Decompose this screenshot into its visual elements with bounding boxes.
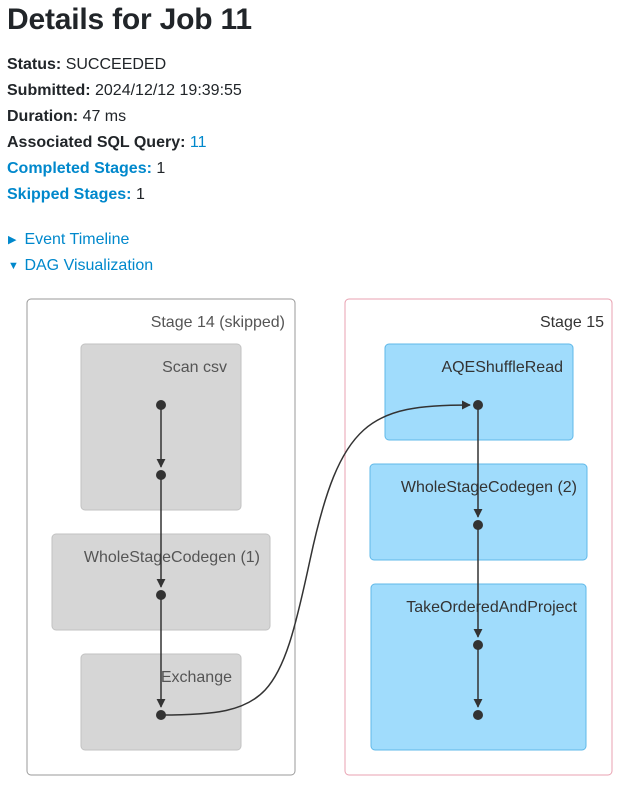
duration-value: 47 ms: [82, 108, 127, 125]
dag-visualization-toggle[interactable]: ▼ DAG Visualization: [8, 256, 153, 276]
skipped-stages-value: 1: [135, 186, 145, 203]
completed-stages-label: Completed Stages:: [7, 160, 152, 177]
operator-dot[interactable]: [156, 590, 166, 600]
node-aqeshuffleread-label: AQEShuffleRead: [441, 359, 563, 376]
event-timeline-toggle[interactable]: ▶ Event Timeline: [8, 230, 129, 250]
skipped-stages-row: Skipped Stages: 1: [7, 182, 242, 208]
node-takeorderedandproject-label: TakeOrderedAndProject: [406, 599, 577, 616]
submitted-value: 2024/12/12 19:39:55: [95, 82, 242, 99]
submitted-label: Submitted:: [7, 82, 91, 99]
dag-visualization-label: DAG Visualization: [24, 257, 154, 274]
status-row: Status: SUCCEEDED: [7, 52, 242, 78]
operator-dot[interactable]: [473, 710, 483, 720]
status-label: Status:: [7, 56, 62, 73]
skipped-stages-link[interactable]: Skipped Stages:: [7, 186, 131, 203]
operator-dot[interactable]: [473, 520, 483, 530]
status-value: SUCCEEDED: [65, 56, 167, 73]
node-aqeshuffleread[interactable]: AQEShuffleRead: [384, 343, 574, 441]
stage-15-label: Stage 15: [540, 314, 604, 331]
edge-exchange-to-aqeshuffleread: [160, 400, 471, 716]
page-title: Details for Job 11: [7, 3, 252, 36]
operator-dot[interactable]: [156, 710, 166, 720]
duration-label: Duration:: [7, 108, 79, 125]
completed-stages-row: Completed Stages: 1: [7, 156, 242, 182]
dag-operator-dots: [156, 400, 483, 720]
triangle-down-icon: ▼: [8, 260, 19, 272]
sql-query-row: Associated SQL Query: 11: [7, 130, 242, 156]
node-exchange-label: Exchange: [161, 669, 232, 686]
operator-dot[interactable]: [473, 640, 483, 650]
sql-query-link[interactable]: 11: [189, 134, 207, 151]
node-scan-csv-label: Scan csv: [162, 359, 227, 376]
event-timeline-label: Event Timeline: [24, 231, 130, 248]
completed-stages-value: 1: [156, 160, 166, 177]
skipped-stages-label: Skipped Stages:: [7, 186, 132, 203]
dag-edges: [156, 400, 483, 716]
operator-dot[interactable]: [156, 470, 166, 480]
node-wholestagecodegen-1-label: WholeStageCodegen (1): [84, 549, 260, 566]
stage-14-label: Stage 14 (skipped): [151, 314, 285, 331]
sql-query-label: Associated SQL Query:: [7, 134, 186, 151]
node-wholestagecodegen-2-label: WholeStageCodegen (2): [401, 479, 577, 496]
duration-row: Duration: 47 ms: [7, 104, 242, 130]
job-summary: Status: SUCCEEDED Submitted: 2024/12/12 …: [7, 52, 242, 208]
operator-dot[interactable]: [473, 400, 483, 410]
operator-dot[interactable]: [156, 400, 166, 410]
triangle-right-icon: ▶: [8, 234, 17, 246]
completed-stages-link[interactable]: Completed Stages:: [7, 160, 152, 177]
submitted-row: Submitted: 2024/12/12 19:39:55: [7, 78, 242, 104]
